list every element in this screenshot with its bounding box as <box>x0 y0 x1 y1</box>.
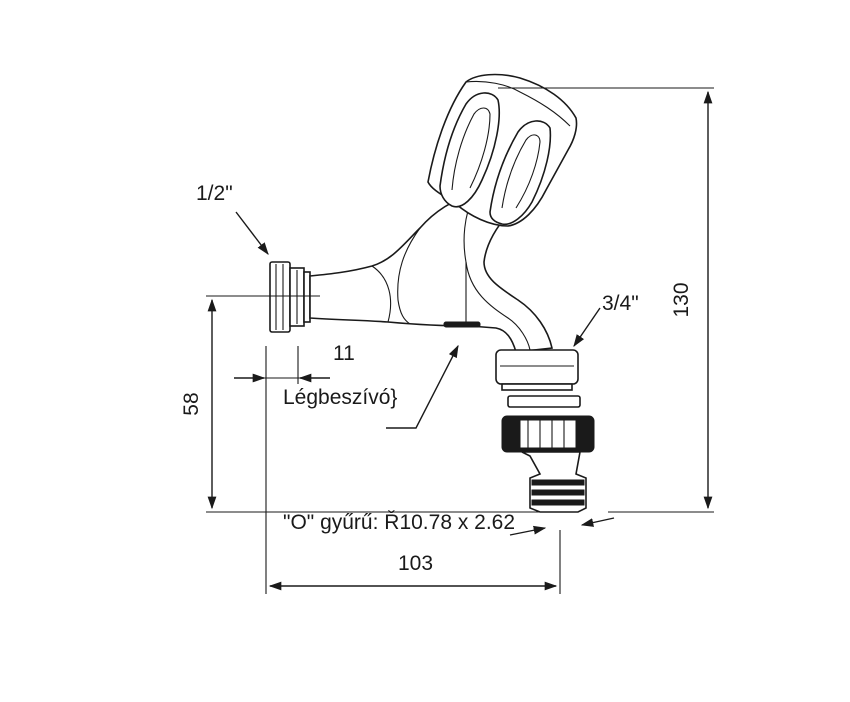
label-thread-in: 1/2" <box>196 182 233 205</box>
dimensions <box>206 87 714 594</box>
label-dim-103: 103 <box>398 552 433 575</box>
inlet-thread <box>269 261 291 333</box>
label-dim-58: 58 <box>180 392 203 415</box>
faucet-body <box>269 73 595 513</box>
valve-body <box>309 193 553 353</box>
outlet-nut <box>495 349 579 385</box>
label-dim-130: 130 <box>670 282 693 317</box>
leaders <box>235 211 601 429</box>
air-intake-slot <box>443 321 481 328</box>
label-dim-11: 11 <box>333 342 355 365</box>
leader-3-4 <box>573 307 601 348</box>
label-o-ring: "O" gyűrű: Ř10.78 x 2.62 <box>283 511 515 534</box>
labels: 1/2" 3/4" 130 58 11 103 Légbeszívó} "O" … <box>180 182 693 575</box>
leader-1-2 <box>235 211 269 256</box>
label-thread-out: 3/4" <box>602 292 639 315</box>
label-air-intake: Légbeszívó} <box>283 386 397 409</box>
connector-ring <box>507 395 581 408</box>
leader-air-intake <box>386 344 459 429</box>
